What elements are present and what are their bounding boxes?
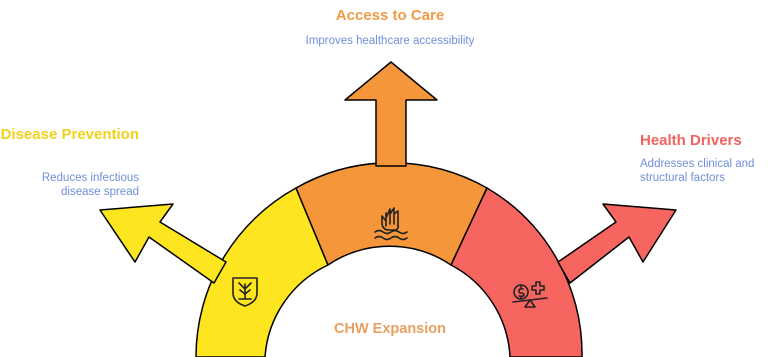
- drowning-hand-icon: [374, 207, 408, 241]
- disease-prevention-title: Disease Prevention: [0, 126, 139, 143]
- segment-disease-prevention: [99, 187, 329, 357]
- center-label: CHW Expansion: [334, 321, 446, 337]
- money-health-scale-icon: [512, 281, 548, 308]
- segment-access-to-care: [295, 61, 488, 266]
- left-arrow: [99, 203, 227, 284]
- health-drivers-description: Addresses clinical and structural factor…: [640, 158, 755, 184]
- disease-prevention-description: Reduces infectious disease spread: [41, 172, 139, 198]
- right-arrow: [557, 203, 677, 284]
- health-drivers-title: Health Drivers: [640, 132, 742, 149]
- access-to-care-description: Improves healthcare accessibility: [305, 35, 475, 47]
- tree-shield-icon: [232, 277, 258, 307]
- access-to-care-title: Access to Care: [335, 7, 445, 24]
- top-arrow: [344, 61, 438, 167]
